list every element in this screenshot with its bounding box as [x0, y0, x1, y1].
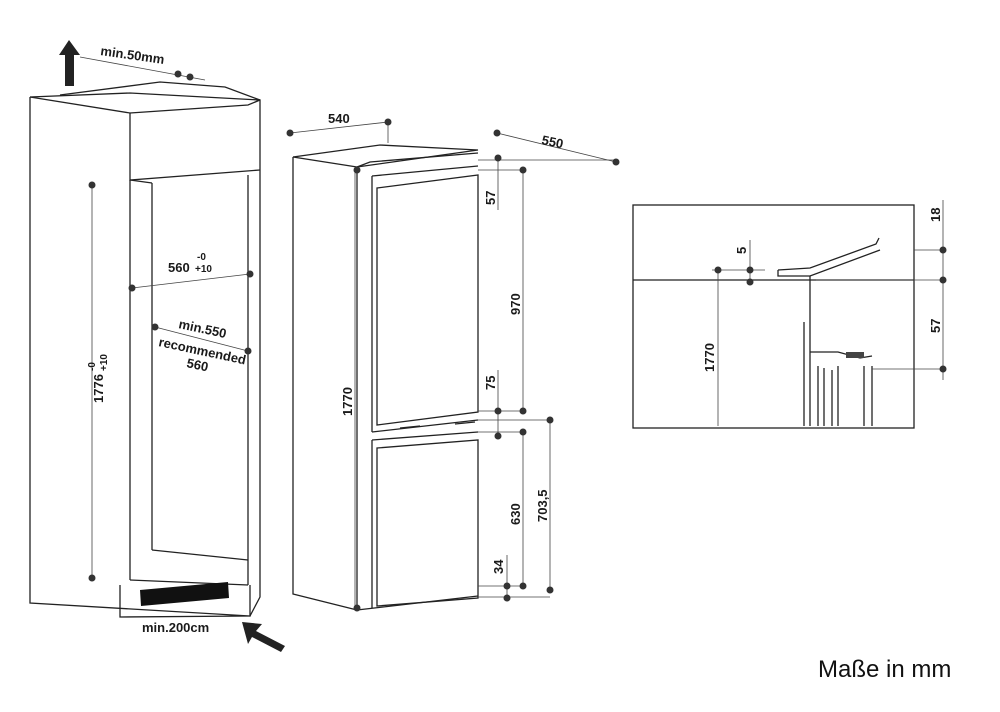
vent-opening-label: min.200cm	[142, 620, 209, 635]
detail-offset-label: 5	[734, 247, 749, 254]
cabinet-height-label: 1776	[91, 374, 106, 403]
fridge-upper-door-label: 970	[508, 293, 523, 315]
fridge-drawing	[292, 144, 479, 611]
top-gap-label: min.50mm	[100, 43, 166, 67]
detail-height-label: 1770	[702, 343, 717, 372]
vent-slot	[140, 582, 229, 606]
units-caption: Maße in mm	[818, 656, 952, 683]
detail-top-height-label: 18	[928, 208, 943, 222]
cabinet-width-tol-bottom: +10	[195, 264, 212, 275]
cabinet-dimension-dots	[88, 70, 254, 582]
cabinet-width-label: 560	[168, 260, 190, 275]
detail-dimension-dots	[714, 246, 947, 373]
cabinet-dimension-lines	[79, 56, 356, 608]
fridge-dimension-dots	[286, 118, 620, 612]
fridge-lower-door-label: 630	[508, 503, 523, 525]
up-arrow-icon	[59, 40, 80, 86]
cabinet-drawing	[29, 81, 261, 618]
cabinet-height-tol-top: -0	[87, 362, 98, 371]
detail-dimension-lines	[712, 200, 946, 426]
fridge-lower-total-label: 703,5	[535, 489, 550, 522]
fridge-dimension-lines	[289, 121, 617, 600]
fridge-top-offset-label: 57	[483, 191, 498, 205]
cabinet-height-tol-bottom: +10	[99, 354, 110, 371]
fridge-height-label: 1770	[340, 387, 355, 416]
air-inlet-arrow-icon	[242, 622, 285, 652]
cabinet-height-group: 1776 -0 +10	[87, 354, 110, 403]
cabinet-width-tol-top: -0	[197, 252, 206, 263]
fridge-gap-label: 75	[483, 376, 498, 390]
fridge-bottom-offset-label: 34	[491, 559, 506, 574]
fridge-width-label: 540	[328, 111, 350, 126]
fridge-depth-label: 550	[540, 132, 564, 151]
depth-min-label: min.550	[177, 316, 227, 341]
detail-drawing	[632, 204, 915, 429]
detail-side-label: 57	[928, 319, 943, 333]
depth-recommended-value: 560	[185, 355, 209, 374]
